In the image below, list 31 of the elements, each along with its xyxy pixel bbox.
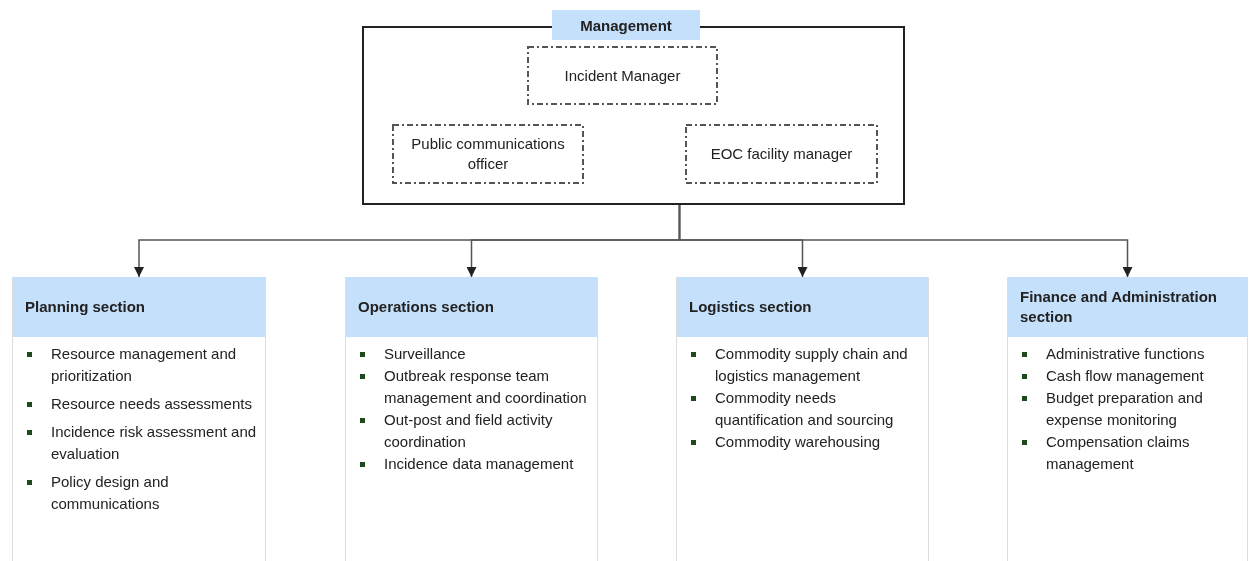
list-item: Commodity supply chain and logistics management bbox=[677, 343, 928, 387]
list-item: Administrative functions bbox=[1008, 343, 1247, 365]
section-header: Operations section bbox=[346, 277, 597, 337]
section-card bbox=[1007, 277, 1248, 561]
list-item: Policy design and communications bbox=[13, 471, 265, 515]
section-card bbox=[676, 277, 929, 561]
list-item: Incidence risk assessment and evaluation bbox=[13, 421, 265, 465]
list-item: Compensation claims management bbox=[1008, 431, 1247, 475]
list-item: Cash flow management bbox=[1008, 365, 1247, 387]
connector-arrow bbox=[678, 204, 1133, 278]
list-item: Out-post and field activity coordination bbox=[346, 409, 597, 453]
section-card bbox=[345, 277, 598, 561]
list-item: Surveillance bbox=[346, 343, 597, 365]
section-card bbox=[12, 277, 266, 561]
role-label: EOC facility manager bbox=[710, 144, 853, 164]
role-box bbox=[392, 124, 584, 184]
section-header: Planning section bbox=[13, 277, 265, 337]
list-item: Commodity warehousing bbox=[677, 431, 928, 453]
list-item: Budget preparation and expense monitoring bbox=[1008, 387, 1247, 431]
role-box bbox=[685, 124, 878, 184]
list-item: Resource needs assessments bbox=[13, 393, 265, 415]
section-header: Finance and Administration section bbox=[1008, 277, 1247, 337]
list-item: Incidence data management bbox=[346, 453, 597, 475]
list-item: Outbreak response team management and coordination bbox=[346, 365, 597, 409]
role-label: Public communications officer bbox=[410, 134, 566, 174]
group-heading: Management bbox=[552, 10, 700, 40]
section-header: Logistics section bbox=[677, 277, 928, 337]
list-item: Commodity needs quantification and sourcing bbox=[677, 387, 928, 431]
role-label: Incident Manager bbox=[564, 65, 681, 86]
list-item: Resource management and prioritization bbox=[13, 343, 265, 387]
role-box bbox=[527, 46, 718, 105]
